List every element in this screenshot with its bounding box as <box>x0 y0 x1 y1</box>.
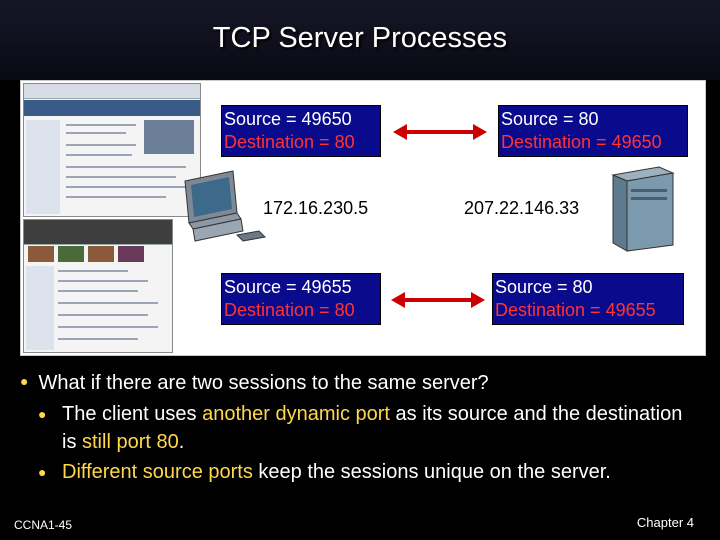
browser-screenshot-2 <box>23 219 173 353</box>
server-tower-icon <box>611 166 675 252</box>
source-port: Source = 80 <box>495 277 593 297</box>
bullet-source-ports: ●Different source ports keep the session… <box>38 458 702 486</box>
client-ip-address: 172.16.230.5 <box>263 198 369 218</box>
diagram-panel: Source = 49650 Destination = 80 Source =… <box>20 80 706 356</box>
source-port: Source = 49650 <box>224 109 352 129</box>
server-ip-address: 207.22.146.33 <box>464 198 580 218</box>
desktop-computer-icon <box>184 170 267 242</box>
session2-server-ports: Source = 80 Destination = 49655 <box>492 273 684 325</box>
bullet-dot-icon: ● <box>20 373 29 389</box>
bullet-dynamic-port: ●The client uses another dynamic port as… <box>38 400 702 456</box>
title-bar <box>0 0 720 80</box>
double-arrow-icon <box>393 124 487 140</box>
session1-server-ports: Source = 80 Destination = 49650 <box>498 105 688 157</box>
bullet-dot-icon: ● <box>38 406 47 422</box>
bullet-question: ●What if there are two sessions to the s… <box>20 372 489 394</box>
slide-number: CCNA1-45 <box>14 518 73 532</box>
session1-client-ports: Source = 49650 Destination = 80 <box>221 105 381 157</box>
browser-screenshot-1 <box>23 83 201 217</box>
chapter-label: Chapter 4 <box>636 515 694 530</box>
double-arrow-icon <box>391 292 485 308</box>
destination-port: Destination = 80 <box>224 300 355 320</box>
bullet-dot-icon: ● <box>38 464 47 480</box>
destination-port: Destination = 80 <box>224 132 355 152</box>
destination-port: Destination = 49655 <box>495 300 656 320</box>
session2-client-ports: Source = 49655 Destination = 80 <box>221 273 381 325</box>
slide-title: TCP Server Processes <box>212 22 508 54</box>
destination-port: Destination = 49650 <box>501 132 662 152</box>
source-port: Source = 80 <box>501 109 599 129</box>
source-port: Source = 49655 <box>224 277 352 297</box>
